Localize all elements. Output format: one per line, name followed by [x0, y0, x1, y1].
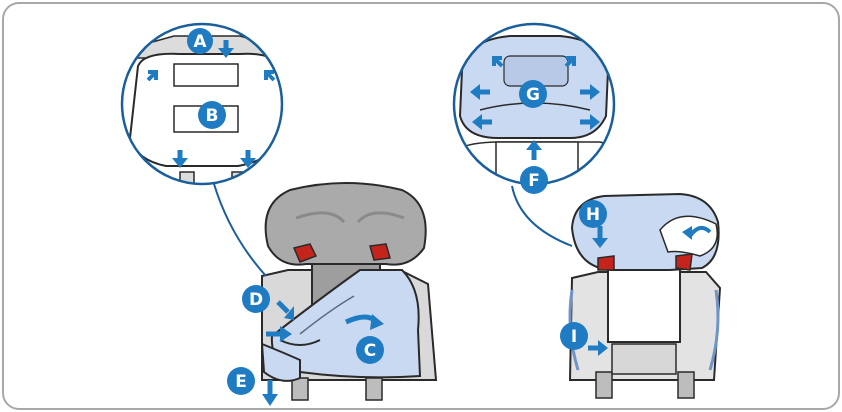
badge-e: E: [227, 367, 255, 395]
badge-f: F: [520, 166, 548, 194]
badge-i: I: [560, 322, 588, 350]
badge-g-label: G: [526, 85, 540, 105]
badge-b: B: [198, 101, 226, 129]
badge-a: A: [187, 28, 213, 54]
badge-e-label: E: [235, 372, 247, 392]
left-seat: [260, 182, 438, 406]
badge-a-label: A: [193, 32, 207, 52]
right-seat: [568, 192, 722, 399]
badge-h: H: [579, 200, 607, 228]
badge-h-label: H: [586, 205, 600, 225]
badge-c: C: [356, 336, 384, 364]
badge-f-label: F: [528, 171, 540, 191]
badge-g: G: [519, 80, 547, 108]
badge-c-label: C: [364, 341, 376, 361]
right-callout-connector: [511, 185, 573, 247]
badge-d-label: D: [249, 290, 263, 310]
badge-i-label: I: [571, 327, 577, 347]
badge-d: D: [242, 285, 270, 313]
badge-b-label: B: [206, 106, 219, 126]
left-callout-connector: [213, 183, 267, 277]
